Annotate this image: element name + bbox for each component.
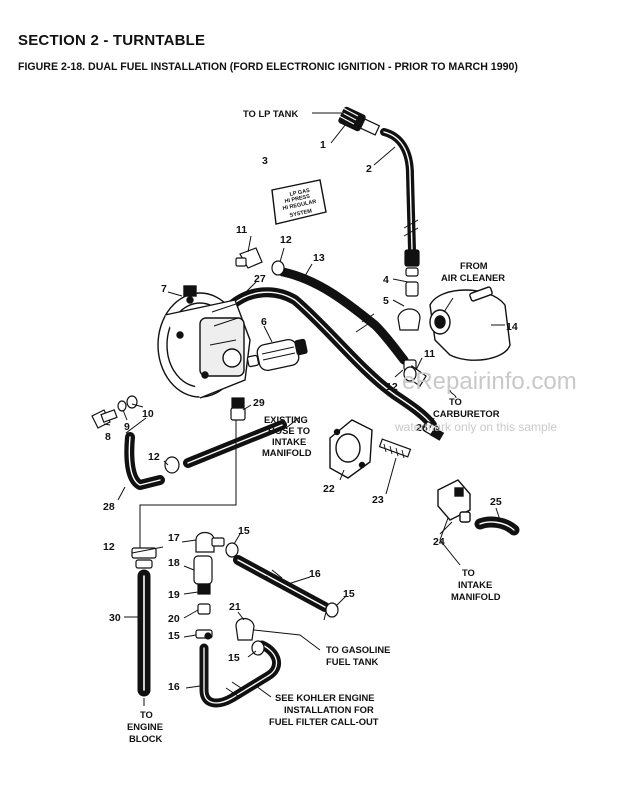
callout-4: 4 bbox=[383, 274, 389, 286]
hose-lines bbox=[124, 128, 520, 708]
hose-break-marks bbox=[225, 219, 419, 697]
callout-30: 30 bbox=[109, 612, 121, 624]
fuel-lockoff bbox=[246, 338, 308, 372]
label-existing-hose-3: INTAKE bbox=[272, 436, 306, 447]
callout-14: 14 bbox=[506, 321, 518, 333]
callout-8: 8 bbox=[105, 431, 111, 443]
callout-2: 2 bbox=[366, 163, 372, 175]
callout-5: 5 bbox=[383, 295, 389, 307]
carburetor-adapter bbox=[429, 286, 511, 361]
hose-barb-fitting bbox=[422, 421, 445, 441]
label-engine-block-2: ENGINE bbox=[127, 721, 163, 732]
label-to-carburetor-2: CARBURETOR bbox=[433, 408, 500, 419]
callout-28: 28 bbox=[103, 501, 115, 513]
callout-12-upper: 12 bbox=[280, 234, 292, 246]
mixing-valve bbox=[329, 419, 373, 479]
hose-clamp-upper bbox=[271, 260, 285, 276]
decal-line-2: HI PRESS bbox=[284, 194, 311, 205]
callout-18: 18 bbox=[168, 557, 180, 569]
callout-15-a: 15 bbox=[238, 525, 250, 537]
diagram-labels: TO LP TANK FROM AIR CLEANER TO CARBURETO… bbox=[127, 108, 505, 744]
label-engine-block-3: BLOCK bbox=[129, 733, 163, 744]
label-to-lp-tank: TO LP TANK bbox=[243, 108, 298, 119]
threaded-nipple bbox=[378, 438, 412, 459]
callout-16-upper: 16 bbox=[309, 568, 321, 580]
watermark-note: watermark only on this sample bbox=[395, 420, 558, 434]
label-from-air-cleaner-1: FROM bbox=[460, 260, 488, 271]
label-existing-hose-4: MANIFOLD bbox=[262, 447, 312, 458]
callout-1: 1 bbox=[320, 139, 326, 151]
callout-17: 17 bbox=[168, 532, 180, 544]
section-title: SECTION 2 - TURNTABLE bbox=[18, 32, 206, 49]
label-gasoline-tank-1: TO GASOLINE bbox=[326, 644, 390, 655]
callout-3: 3 bbox=[262, 155, 268, 167]
figure-title: FIGURE 2-18. DUAL FUEL INSTALLATION (FOR… bbox=[18, 61, 518, 73]
callout-11-lower: 11 bbox=[424, 348, 435, 360]
watermark-site: eRepairinfo.com bbox=[402, 368, 577, 395]
leader-lines bbox=[103, 112, 505, 706]
callout-21: 21 bbox=[229, 601, 241, 613]
label-gasoline-tank-2: FUEL TANK bbox=[326, 656, 378, 667]
callout-12-carb: 12 bbox=[386, 381, 398, 393]
label-engine-block-1: TO bbox=[140, 709, 153, 720]
callout-29: 29 bbox=[253, 397, 265, 409]
label-from-air-cleaner-2: AIR CLEANER bbox=[441, 272, 505, 283]
decal-line-1: LP GAS bbox=[289, 188, 311, 198]
callout-16-lower: 16 bbox=[168, 681, 180, 693]
lp-tank-fitting bbox=[338, 106, 381, 136]
callout-26: 26 bbox=[416, 422, 428, 434]
regulator-outlet-fitting bbox=[230, 397, 246, 421]
label-to-intake-manifold-2: INTAKE bbox=[458, 579, 492, 590]
label-existing-hose-2: HOSE TO bbox=[268, 425, 310, 436]
callout-24: 24 bbox=[433, 536, 445, 548]
lp-line-fittings bbox=[397, 249, 421, 331]
callout-22: 22 bbox=[323, 483, 335, 495]
callout-19: 19 bbox=[168, 589, 180, 601]
callout-13: 13 bbox=[313, 252, 325, 264]
callout-15-d: 15 bbox=[228, 652, 240, 664]
label-existing-hose-1: EXISTING bbox=[264, 414, 308, 425]
hose-clamp-mid bbox=[164, 456, 180, 474]
carburetor-fittings bbox=[403, 359, 427, 387]
lp-gas-decal: LP GAS HI PRESS HI REGULAR SYSTEM bbox=[271, 179, 327, 225]
elbow-fitting-upper bbox=[235, 247, 263, 269]
callout-27: 27 bbox=[254, 273, 266, 285]
label-to-intake-manifold-1: TO bbox=[462, 567, 475, 578]
label-kohler-2: INSTALLATION FOR bbox=[284, 704, 374, 715]
label-to-intake-manifold-3: MANIFOLD bbox=[451, 591, 501, 602]
callout-11-upper: 11 bbox=[236, 224, 247, 236]
callout-numbers: 1 2 3 4 5 6 7 8 9 10 11 11 12 12 12 12 1… bbox=[103, 139, 518, 693]
callout-15-b: 15 bbox=[343, 588, 355, 600]
gasoline-elbow bbox=[235, 617, 255, 641]
tee-fitting bbox=[437, 479, 471, 523]
decal-line-4: SYSTEM bbox=[289, 208, 313, 219]
callout-20: 20 bbox=[168, 613, 180, 625]
callout-15-c: 15 bbox=[168, 630, 180, 642]
bolt-and-washers bbox=[91, 395, 138, 429]
callout-10: 10 bbox=[142, 408, 154, 420]
callout-25: 25 bbox=[490, 496, 502, 508]
label-kohler-1: SEE KOHLER ENGINE bbox=[275, 692, 375, 703]
callout-12-lower: 12 bbox=[103, 541, 115, 553]
callout-23: 23 bbox=[372, 494, 384, 506]
label-to-carburetor-1: TO bbox=[449, 396, 462, 407]
gasoline-fitting-stack bbox=[193, 531, 225, 640]
callout-6: 6 bbox=[261, 316, 267, 328]
vaporizer-regulator bbox=[157, 285, 251, 399]
callout-7: 7 bbox=[161, 283, 167, 295]
label-kohler-3: FUEL FILTER CALL-OUT bbox=[269, 716, 379, 727]
callout-9: 9 bbox=[124, 421, 130, 433]
callout-12-mid: 12 bbox=[148, 451, 160, 463]
